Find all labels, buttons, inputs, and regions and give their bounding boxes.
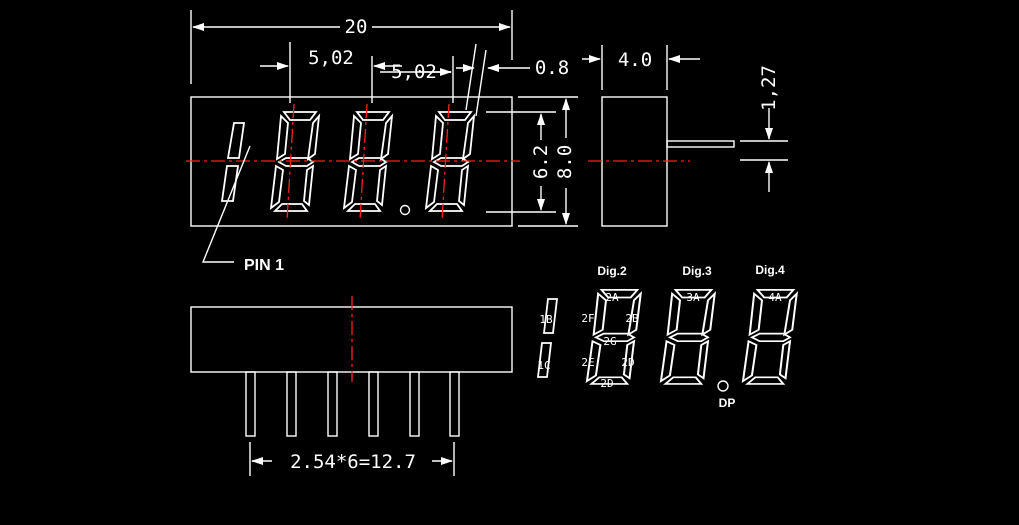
digit-4-name: Dig.4 <box>755 263 785 277</box>
digit-height-value: 6.2 <box>530 145 552 179</box>
legend-digit-2: 2A 2F 2B 2G 2E 2D 2D <box>581 289 643 390</box>
front-digit-2 <box>269 111 321 212</box>
pin-5 <box>409 371 420 437</box>
digit-3-name: Dig.3 <box>682 264 712 278</box>
pin-4 <box>368 371 379 437</box>
digit-4-centerline <box>441 103 450 221</box>
legend-digit-1-seg-c <box>536 342 553 378</box>
pin-row-value: 2.54*6=12.7 <box>290 451 416 473</box>
digit-3-seg-a-label: 3A <box>686 291 700 304</box>
front-digit-4 <box>424 111 476 212</box>
front-digit-3 <box>342 111 394 212</box>
digit-3-centerline <box>359 103 368 221</box>
front-digit-1-seg-c <box>220 165 240 202</box>
digit-2-name: Dig.2 <box>597 264 627 278</box>
digit-4-seg-a-label: 4A <box>768 291 782 304</box>
front-view <box>186 96 520 227</box>
pitch-1-value: 5,02 <box>308 47 354 69</box>
legend-digit-1: 1B 1C <box>536 298 559 378</box>
legend-digit-4: 4A <box>741 289 799 385</box>
side-depth-value: 4.0 <box>618 49 652 71</box>
dimension-width-total: 20 <box>190 10 513 84</box>
dimension-pin-pitch: 1,27 <box>740 65 788 192</box>
pin-2 <box>286 371 297 437</box>
side-pin <box>666 140 735 148</box>
body-height-value: 8.0 <box>554 145 576 179</box>
legend-digit-1-seg-b <box>542 298 559 334</box>
dimension-body-height: 8.0 <box>518 96 578 227</box>
pin1-leader-line <box>201 145 251 263</box>
dimension-segment-width: 0.8 <box>456 43 569 117</box>
digit-2-seg-g-label: 2G <box>603 335 616 348</box>
digit-2-seg-a-label: 2A <box>605 291 619 304</box>
legend-digit-3: 3A <box>659 289 717 385</box>
digit-2-centerline <box>286 103 295 221</box>
digit-1-seg-c-label: 1C <box>537 359 550 372</box>
front-digit-1 <box>220 122 246 202</box>
pin-row <box>245 371 460 437</box>
pin-pitch-value: 1,27 <box>758 65 780 111</box>
dimension-pitch-1: 5,02 <box>260 42 402 103</box>
dimension-digit-height: 6.2 <box>486 111 556 213</box>
pitch-2-value: 5,02 <box>391 61 437 83</box>
pin-3 <box>327 371 338 437</box>
width-total-value: 20 <box>345 16 368 38</box>
bottom-view: 2.54*6=12.7 <box>190 296 513 476</box>
digit-2-seg-b-label: 2B <box>625 312 639 325</box>
digit-2-seg-d-label: 2D <box>600 377 613 390</box>
pin1-label: PIN 1 <box>244 257 284 274</box>
digit-2-seg-f-label: 2F <box>581 312 594 325</box>
dimension-pin-row: 2.54*6=12.7 <box>249 442 455 476</box>
side-view: 4.0 <box>582 45 735 227</box>
dp-label: DP <box>719 396 736 410</box>
front-decimal-point <box>399 204 411 216</box>
front-digit-1-seg-b <box>226 122 246 159</box>
pin1-callout: PIN 1 <box>201 145 284 274</box>
segment-legend: Dig.2 Dig.3 Dig.4 1B 1C 2A 2F 2B 2G <box>536 263 799 410</box>
digit-2-seg-e-label: 2E <box>581 356 594 369</box>
pin-6 <box>449 371 460 437</box>
legend-decimal-point <box>717 380 729 392</box>
dimension-pitch-2: 5,02 <box>380 56 454 103</box>
segment-width-value: 0.8 <box>535 57 569 79</box>
pin-1 <box>245 371 256 437</box>
digit-1-seg-b-label: 1B <box>539 313 553 326</box>
digit-2-seg-c-label: 2D <box>621 356 634 369</box>
